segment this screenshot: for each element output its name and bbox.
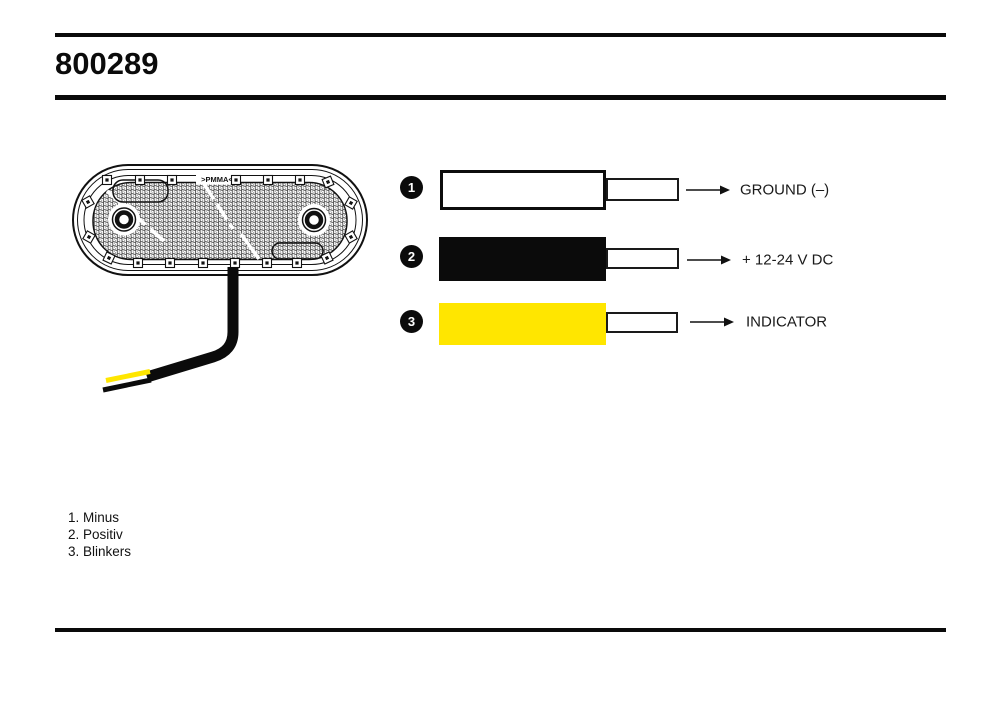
screw-hole-left: [108, 203, 140, 236]
footer-rule: [55, 628, 946, 632]
arrow-right-icon: [690, 317, 734, 327]
wire-function-label: INDICATOR: [746, 313, 828, 331]
wire-insulation-black: [439, 237, 606, 281]
wire-number-badge: 3: [400, 310, 423, 333]
wire-function-label: + 12-24 V DC: [742, 251, 834, 269]
wire-insulation-yellow: [439, 303, 606, 345]
wire-row-indicator: 3 INDICATOR: [400, 303, 900, 353]
wire-number-badge: 1: [400, 176, 423, 199]
legend: 1. Minus 2. Positiv 3. Blinkers: [68, 509, 131, 560]
wire-stripped-end: [606, 248, 679, 269]
cable-strand-black: [102, 377, 152, 393]
top-rule: [55, 33, 946, 37]
screw-hole-right: [298, 204, 330, 236]
wire-insulation-white: [440, 170, 606, 210]
wire-row-ground: 1 GROUND (–): [400, 170, 900, 220]
lamp-cable: [102, 267, 239, 393]
wire-number-badge: 2: [400, 245, 423, 268]
arrow-right-icon: [687, 255, 731, 265]
legend-item-blinkers: 3. Blinkers: [68, 544, 132, 559]
wire-function-label: GROUND (–): [740, 181, 830, 199]
page-title: 800289: [55, 46, 159, 81]
title-underline-rule: [55, 95, 946, 100]
cable-strand-yellow: [105, 369, 151, 383]
arrow-right-icon: [686, 185, 730, 195]
lamp-drawing: >PMMA<: [72, 164, 368, 393]
material-marking: >PMMA<: [196, 173, 238, 185]
material-label: >PMMA<: [201, 175, 233, 184]
legend-item-minus: 1. Minus: [68, 510, 120, 525]
wire-stripped-end: [606, 178, 679, 201]
wire-stripped-end: [606, 312, 678, 333]
legend-item-positiv: 2. Positiv: [68, 527, 123, 542]
wire-row-positive: 2 + 12-24 V DC: [400, 237, 900, 287]
